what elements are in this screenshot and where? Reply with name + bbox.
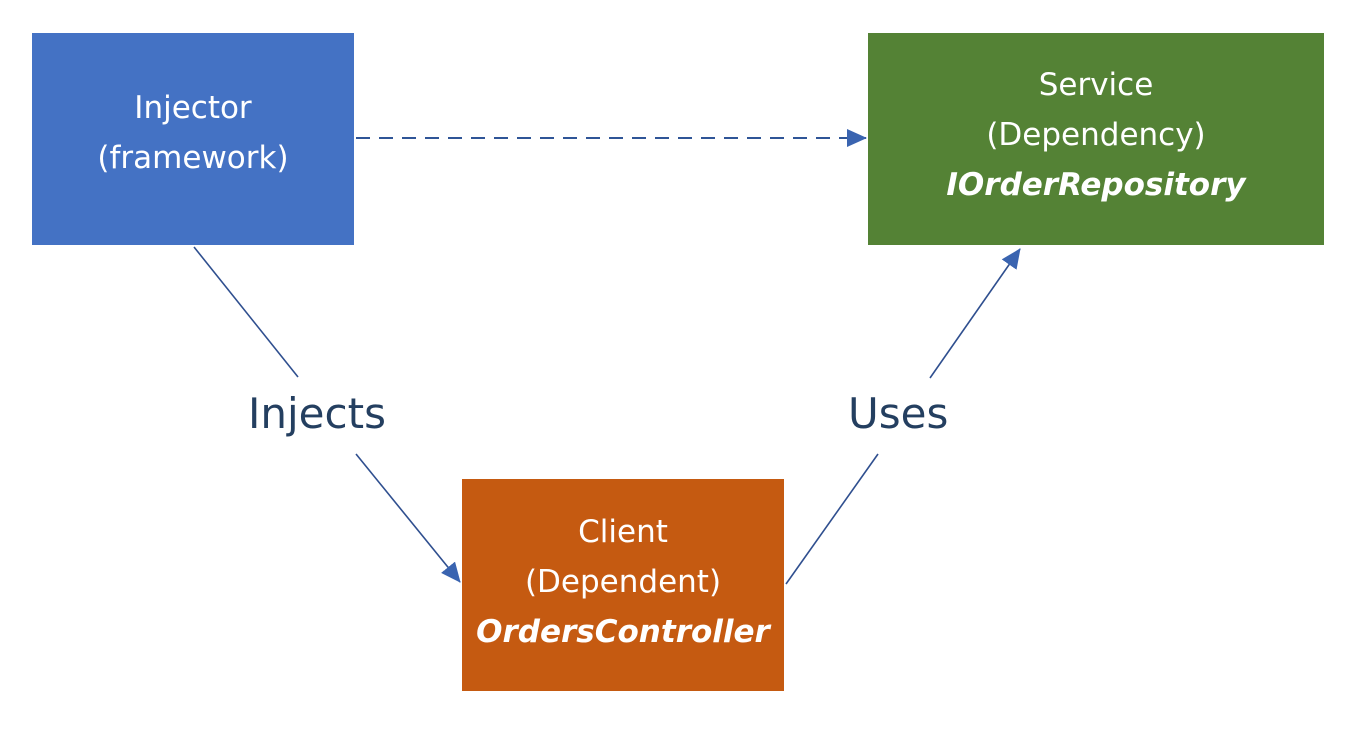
injects-connector-upper bbox=[193, 246, 299, 378]
client-node: Client (Dependent) OrdersController bbox=[462, 479, 784, 691]
uses-connector-lower bbox=[785, 453, 879, 585]
client-title: Client bbox=[578, 514, 668, 550]
injector-title: Injector bbox=[134, 90, 252, 126]
injector-subtitle: (framework) bbox=[97, 140, 289, 176]
uses-edge-label: Uses bbox=[848, 389, 949, 438]
service-type-name: IOrderRepository bbox=[946, 167, 1246, 203]
service-subtitle: (Dependency) bbox=[986, 117, 1206, 153]
injector-node: Injector (framework) bbox=[32, 33, 354, 245]
service-node: Service (Dependency) IOrderRepository bbox=[868, 33, 1324, 245]
client-subtitle: (Dependent) bbox=[524, 564, 722, 600]
injects-edge-label: Injects bbox=[248, 389, 386, 438]
uses-arrow-upper bbox=[929, 248, 1021, 379]
service-title: Service bbox=[1038, 67, 1154, 103]
injects-arrow-lower bbox=[355, 453, 461, 583]
client-type-name: OrdersController bbox=[476, 614, 770, 650]
